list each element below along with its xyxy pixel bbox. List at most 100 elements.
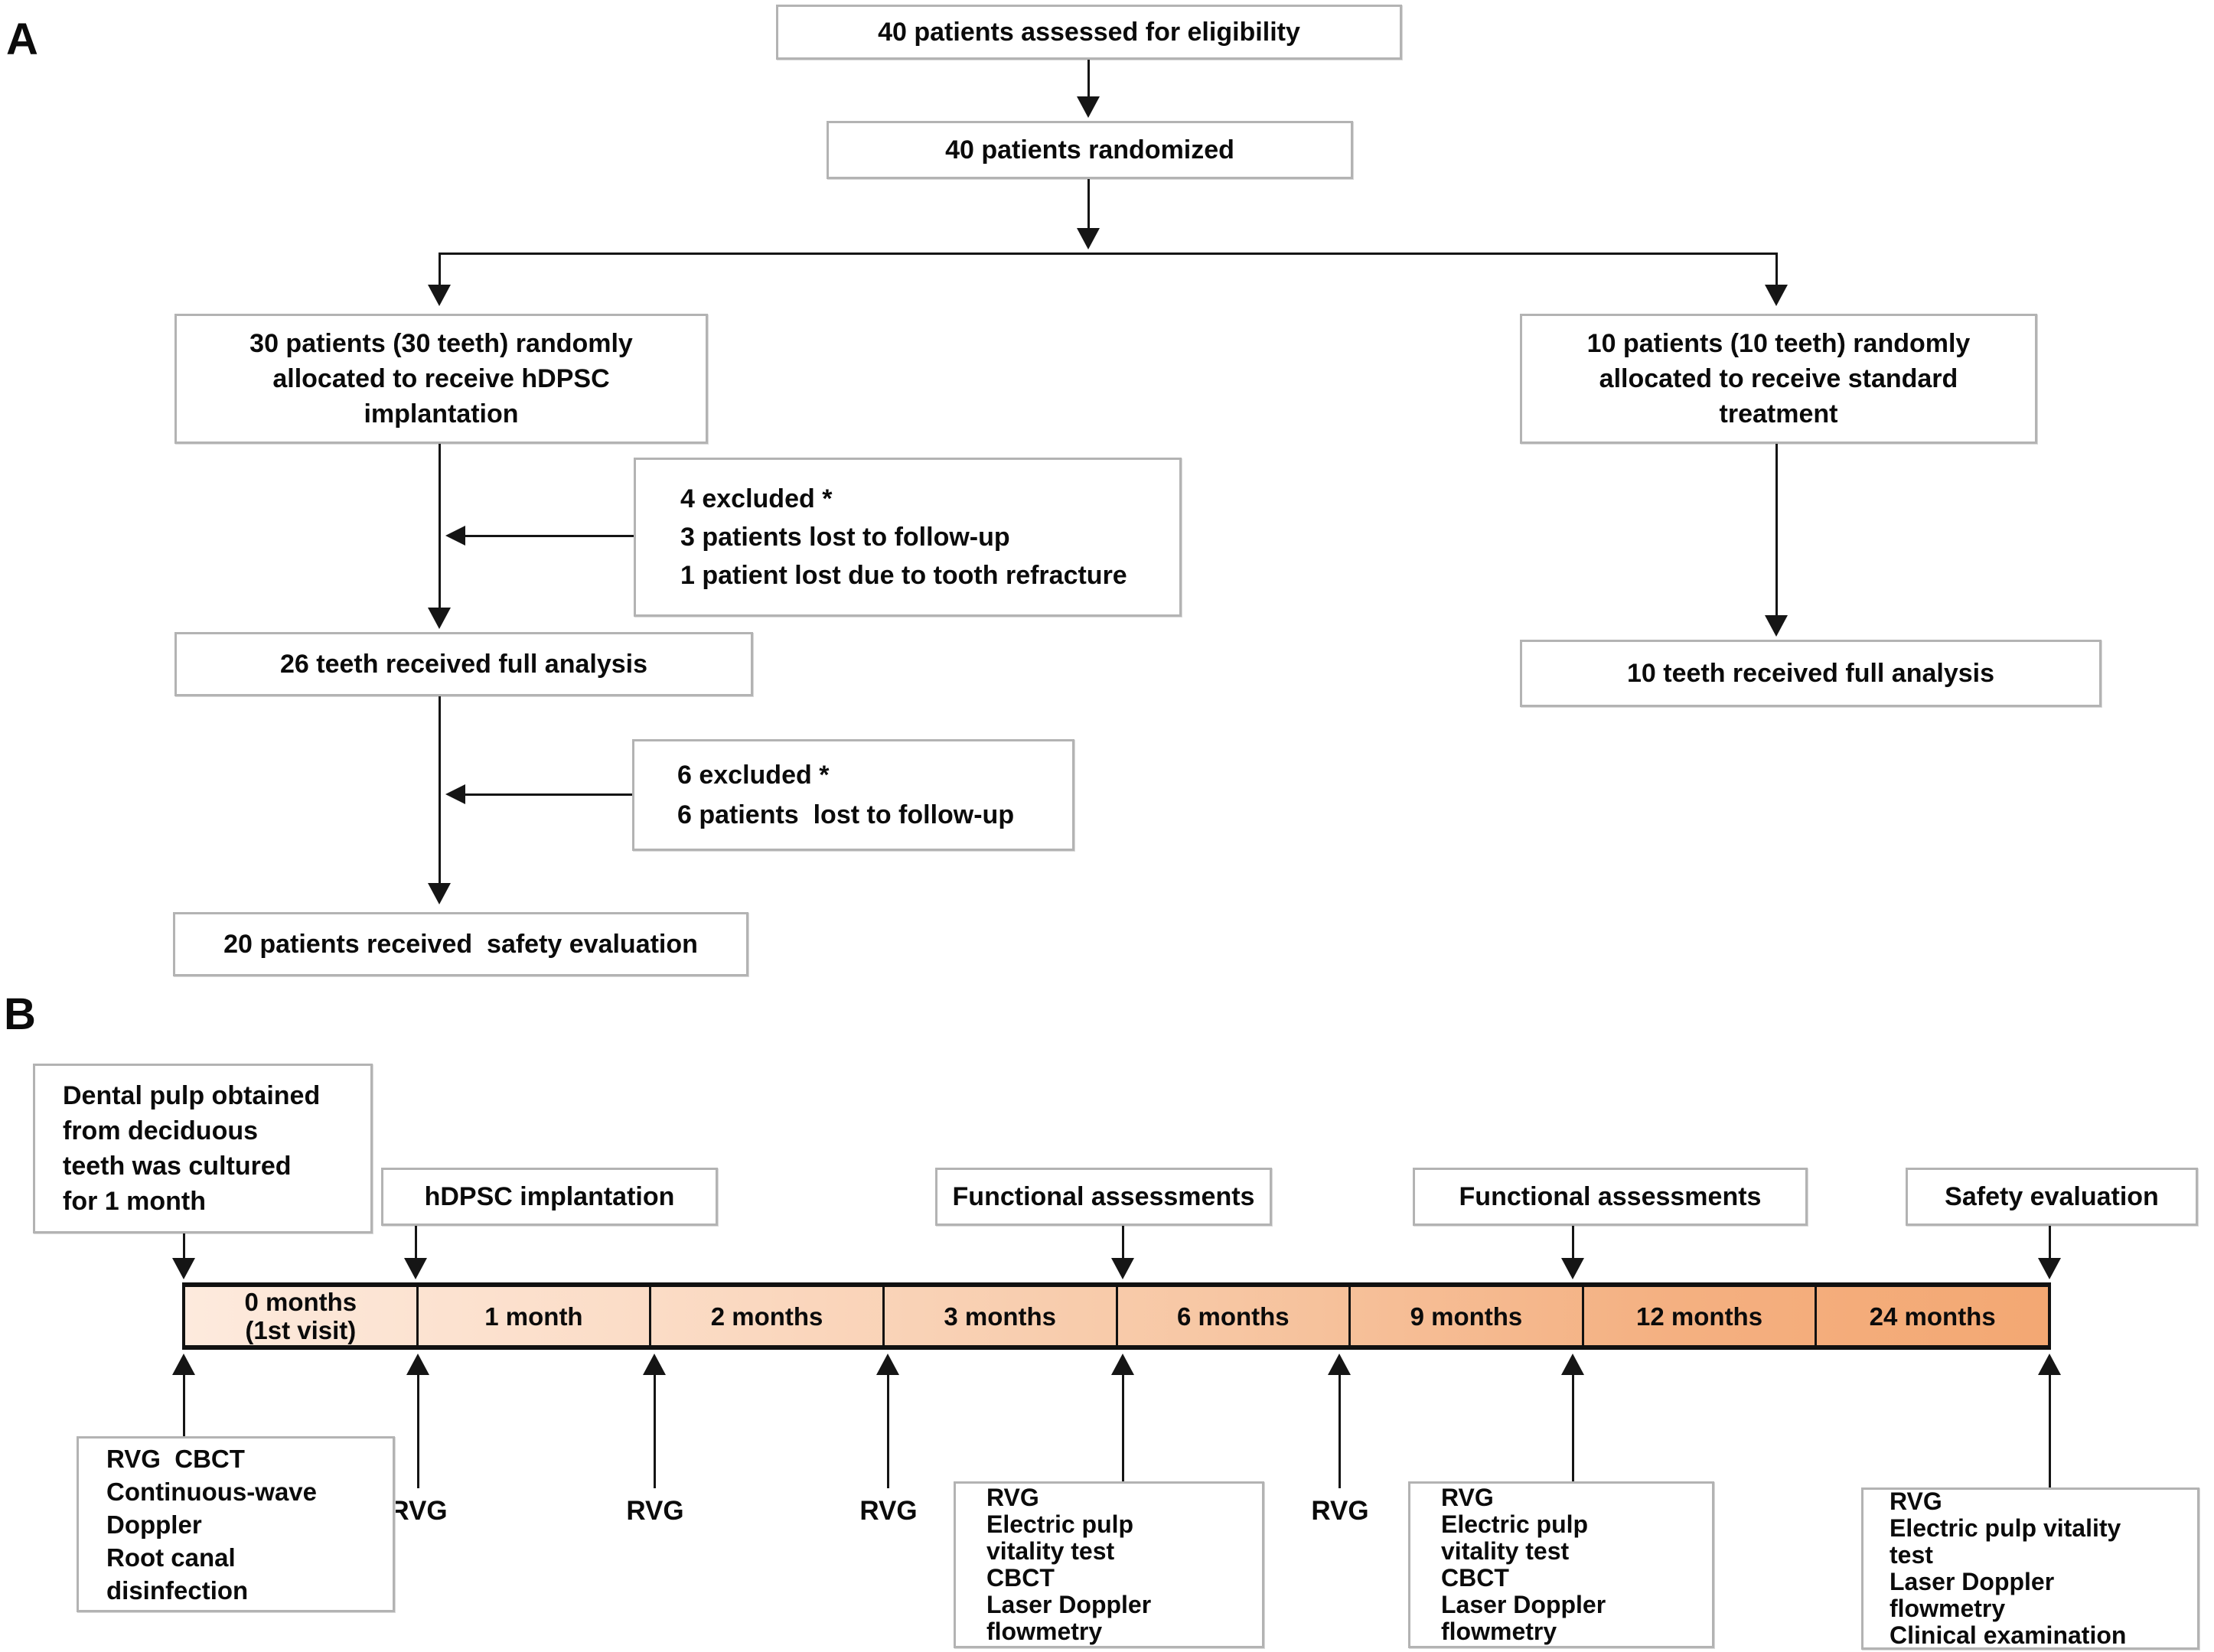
- box-excluded-6: 6 excluded * 6 patients lost to follow-u…: [632, 739, 1074, 851]
- segment-label: 24 months: [1869, 1302, 1996, 1331]
- box-randomized: 40 patients randomized: [827, 121, 1353, 179]
- dental-pulp-line: from deciduous: [63, 1116, 259, 1145]
- assessment-line: Electric pulp vitality: [1890, 1514, 2121, 1542]
- arrow-line: [417, 1373, 419, 1488]
- arrow-line: [464, 793, 632, 796]
- rvg-label-3months: RVG: [859, 1496, 918, 1526]
- arm-hdpsc-line: implantation: [364, 399, 519, 428]
- box-assessments-6months: RVG Electric pulp vitality test CBCT Las…: [954, 1481, 1264, 1648]
- rvg-label-2months: RVG: [626, 1496, 684, 1526]
- arrow-line: [1087, 179, 1090, 230]
- arrow-line: [1087, 60, 1090, 98]
- panel-b-label: B: [4, 989, 36, 1039]
- arrow-line: [439, 444, 441, 609]
- excluded-4-line: 1 patient lost due to tooth refracture: [680, 561, 1127, 590]
- arrow-down-icon: [172, 1258, 195, 1279]
- arrow-line: [887, 1373, 889, 1488]
- assessment-line: flowmetry: [1441, 1618, 1557, 1645]
- safety-20-text: 20 patients received safety evaluation: [223, 930, 698, 959]
- timeline-segment-9months: 9 months: [1348, 1287, 1582, 1345]
- arrow-up-icon: [406, 1354, 429, 1375]
- arrow-down-icon: [1765, 285, 1788, 306]
- rvg-label-9months: RVG: [1311, 1496, 1369, 1526]
- arrow-down-icon: [2038, 1258, 2061, 1279]
- arrow-line: [1572, 1373, 1574, 1481]
- arrow-line: [2049, 1373, 2051, 1487]
- assessment-line: Laser Doppler: [1441, 1591, 1606, 1618]
- arrow-down-icon: [404, 1258, 427, 1279]
- arrow-down-icon: [1111, 1258, 1134, 1279]
- box-hdpsc-implantation: hDPSC implantation: [381, 1168, 718, 1226]
- dental-pulp-line: Dental pulp obtained: [63, 1081, 321, 1110]
- assessment-line: CBCT: [986, 1564, 1055, 1592]
- box-safety-20: 20 patients received safety evaluation: [173, 912, 748, 976]
- excluded-4-line: 3 patients lost to follow-up: [680, 523, 1010, 552]
- arrow-up-icon: [643, 1354, 666, 1375]
- arrow-up-icon: [876, 1354, 899, 1375]
- arrow-line: [1122, 1226, 1124, 1259]
- segment-label: 3 months: [944, 1302, 1057, 1331]
- arm-hdpsc-line: 30 patients (30 teeth) randomly: [249, 329, 633, 358]
- assessment-line: test: [1890, 1541, 1933, 1569]
- segment-label: 0 months: [244, 1288, 357, 1316]
- assessment-line: flowmetry: [986, 1618, 1103, 1645]
- safety-evaluation-text: Safety evaluation: [1945, 1182, 2159, 1211]
- arrow-line: [1775, 444, 1778, 617]
- arrow-line: [1122, 1373, 1124, 1481]
- arrow-line: [1775, 253, 1778, 286]
- timeline-segment-24months: 24 months: [1815, 1287, 2048, 1345]
- hdpsc-implantation-text: hDPSC implantation: [424, 1182, 675, 1211]
- arrow-up-icon: [1561, 1354, 1584, 1375]
- excluded-6-line: 6 patients lost to follow-up: [677, 800, 1015, 829]
- full-analysis-26-text: 26 teeth received full analysis: [279, 650, 648, 679]
- timeline-segment-2months: 2 months: [649, 1287, 882, 1345]
- arrow-line: [183, 1373, 185, 1436]
- dental-pulp-line: teeth was cultured: [63, 1152, 292, 1181]
- box-full-analysis-26: 26 teeth received full analysis: [174, 632, 753, 696]
- panel-a-label: A: [6, 15, 38, 64]
- assessment-line: vitality test: [986, 1537, 1115, 1565]
- arrow-line: [2049, 1226, 2051, 1259]
- timeline-segment-3months: 3 months: [882, 1287, 1116, 1345]
- arrow-down-icon: [428, 883, 451, 904]
- assessment-line: Doppler: [106, 1510, 202, 1539]
- box-dental-pulp: Dental pulp obtained from deciduous teet…: [33, 1064, 373, 1233]
- box-assessments-visit0: RVG CBCT Continuous-wave Doppler Root ca…: [77, 1436, 395, 1612]
- segment-sublabel: (1st visit): [245, 1316, 357, 1344]
- assessment-line: RVG CBCT: [106, 1444, 245, 1473]
- arm-hdpsc-line: allocated to receive hDPSC: [272, 364, 610, 393]
- assessment-line: RVG: [1441, 1484, 1494, 1511]
- box-safety-evaluation: Safety evaluation: [1906, 1168, 2198, 1226]
- full-analysis-10-text: 10 teeth received full analysis: [1626, 659, 1995, 688]
- box-excluded-4: 4 excluded * 3 patients lost to follow-u…: [634, 458, 1182, 617]
- timeline-segment-6months: 6 months: [1115, 1287, 1349, 1345]
- box-functional-assessments-2: Functional assessments: [1413, 1168, 1808, 1226]
- arrow-down-icon: [1561, 1258, 1584, 1279]
- arrow-line: [464, 535, 634, 537]
- arrow-line: [1339, 1373, 1341, 1488]
- box-assessments-12months: RVG Electric pulp vitality test CBCT Las…: [1408, 1481, 1714, 1648]
- arrow-line: [415, 1226, 417, 1259]
- arrow-down-icon: [1765, 615, 1788, 637]
- dental-pulp-line: for 1 month: [63, 1187, 206, 1216]
- excluded-6-line: 6 excluded *: [677, 761, 830, 790]
- segment-label: 1 month: [484, 1302, 583, 1331]
- box-functional-assessments-1: Functional assessments: [935, 1168, 1272, 1226]
- arrow-down-icon: [428, 608, 451, 629]
- arrow-left-icon: [445, 526, 465, 546]
- arrow-down-icon: [1077, 228, 1100, 249]
- assessment-line: Laser Doppler: [1890, 1568, 2055, 1595]
- assessment-line: Continuous-wave: [106, 1477, 318, 1506]
- arm-standard-line: treatment: [1719, 399, 1838, 428]
- branch-connector: [439, 253, 1778, 255]
- timeline-segment-12months: 12 months: [1581, 1287, 1815, 1345]
- assessment-line: RVG: [986, 1484, 1039, 1511]
- arm-standard-line: allocated to receive standard: [1599, 364, 1958, 393]
- arrow-line: [439, 253, 441, 286]
- box-eligibility-text: 40 patients assessed for eligibility: [878, 18, 1300, 47]
- assessment-line: flowmetry: [1890, 1595, 2006, 1622]
- assessment-line: CBCT: [1441, 1564, 1509, 1592]
- assessment-line: RVG: [1890, 1487, 1942, 1515]
- arrow-up-icon: [2038, 1354, 2061, 1375]
